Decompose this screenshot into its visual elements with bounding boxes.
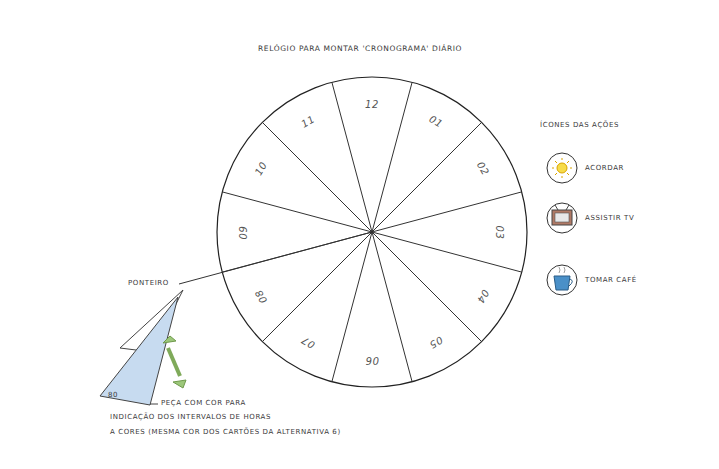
sector-line — [262, 232, 372, 342]
diagram-title: RELÓGIO PARA MONTAR 'CRONOGRAMA' DIÁRIO — [258, 44, 462, 53]
action-icon: TOMAR CAFÉ — [547, 265, 637, 295]
note-text: PEÇA COM COR PARA — [161, 399, 246, 407]
piece-number: 80 — [108, 391, 118, 399]
sector-line — [372, 122, 482, 232]
legend-heading: ÍCONES DAS AÇÕES — [540, 121, 619, 129]
icon-label: ASSISTIR TV — [585, 214, 634, 222]
hour-number: 01 — [427, 113, 445, 129]
hour-number: 03 — [494, 226, 505, 240]
hour-number: 09 — [238, 226, 249, 240]
icon-circle — [547, 265, 577, 295]
arrow-head — [163, 336, 176, 343]
leader-line — [150, 404, 158, 405]
note-text: INDICAÇÃO DOS INTERVALOS DE HORAS — [110, 413, 271, 421]
double-arrow — [168, 348, 180, 376]
icon-label: TOMAR CAFÉ — [585, 276, 637, 284]
hour-number: 05 — [427, 334, 445, 350]
note-text: A CORES (MESMA COR DOS CARTÕES DA ALTERN… — [110, 428, 341, 436]
colored-piece — [100, 297, 178, 405]
hour-number: 06 — [365, 355, 379, 366]
tv-icon — [552, 205, 572, 225]
arrow-head — [173, 380, 186, 388]
action-icon: ASSISTIR TV — [547, 203, 634, 233]
sun-icon — [552, 158, 572, 178]
hour-number: 10 — [253, 160, 269, 178]
hour-number: 11 — [299, 113, 317, 129]
pointer-line — [179, 232, 372, 284]
hour-number: 04 — [475, 288, 491, 306]
sector-line — [262, 122, 372, 232]
icon-circle — [547, 203, 577, 233]
icon-label: ACORDAR — [585, 164, 624, 172]
hour-number: 02 — [475, 160, 491, 178]
action-icon: ACORDAR — [547, 153, 624, 183]
icon-circle — [547, 153, 577, 183]
hour-number: 07 — [299, 334, 317, 350]
sector-line — [372, 232, 482, 342]
hour-number: 12 — [365, 99, 379, 110]
hour-number: 08 — [253, 288, 269, 306]
pointer-label: PONTEIRO — [128, 279, 169, 287]
cup-icon — [554, 267, 572, 290]
